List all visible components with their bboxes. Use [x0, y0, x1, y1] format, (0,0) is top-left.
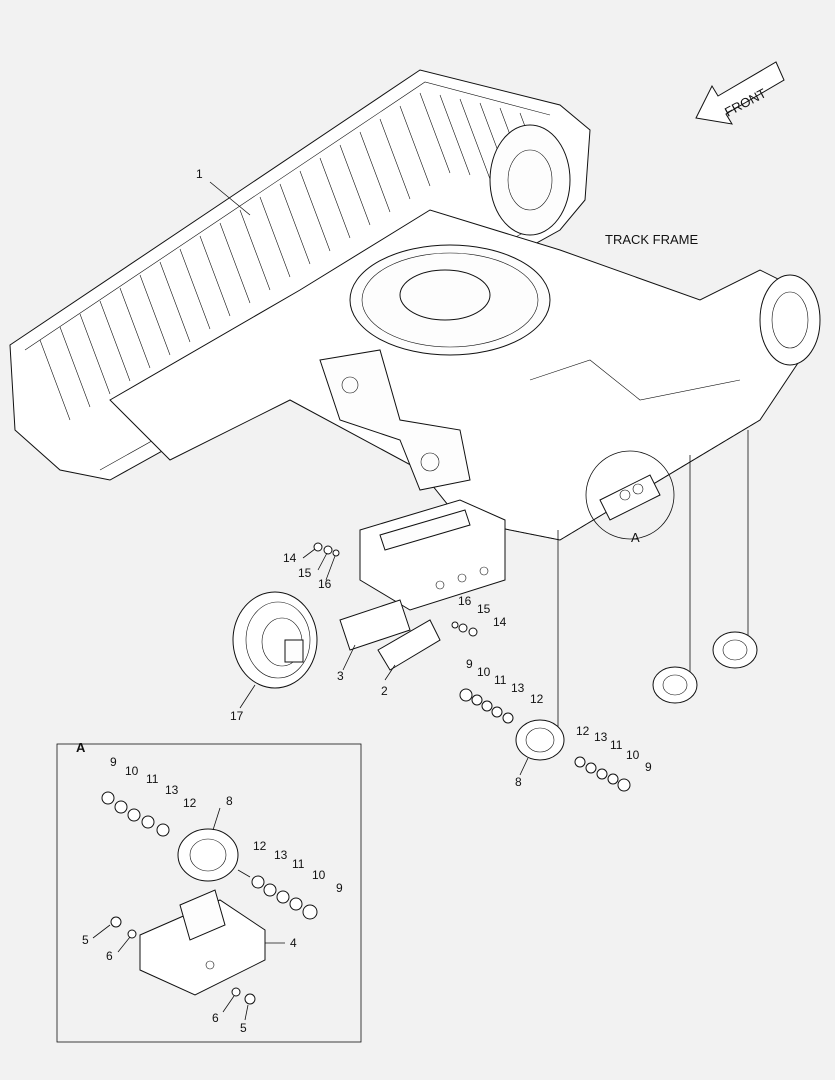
callout-17: 17 [230, 709, 244, 723]
track-frame-body [109, 209, 821, 541]
callout-13-right: 13 [594, 730, 608, 744]
callout-14-upper: 14 [283, 551, 297, 565]
track-frame-title: TRACK FRAME [605, 232, 699, 247]
callout-10-left: 10 [477, 665, 491, 679]
callout-11-right: 11 [610, 738, 623, 752]
detail-callout-12-right: 12 [253, 839, 267, 853]
detail-callout-10-right: 10 [312, 868, 326, 882]
bolt-set-lower [451, 621, 478, 637]
callout-8-main: 8 [515, 775, 522, 789]
callout-2: 2 [381, 684, 388, 698]
callout-1: 1 [196, 167, 203, 181]
detail-a-box-label: A [76, 740, 86, 755]
detail-callout-5-upper: 5 [82, 933, 89, 947]
callout-11-left: 11 [494, 673, 507, 687]
callout-9-left: 9 [466, 657, 473, 671]
detail-callout-9-right: 9 [336, 881, 343, 895]
callout-15-upper: 15 [298, 566, 312, 580]
track-roller-8-main [459, 688, 631, 792]
detail-callout-13-right: 13 [274, 848, 288, 862]
callout-15-lower: 15 [477, 602, 491, 616]
detail-callout-4: 4 [290, 936, 297, 950]
callout-3: 3 [337, 669, 344, 683]
detail-callout-9-left: 9 [110, 755, 117, 769]
callout-12-left: 12 [530, 692, 544, 706]
detail-callout-13-left: 13 [165, 783, 179, 797]
front-direction-arrow: FRONT [695, 61, 785, 125]
detail-callout-6-upper: 6 [106, 949, 113, 963]
detail-a-callout-label: A [631, 530, 640, 545]
track-roller-right [712, 631, 758, 669]
detail-callout-12-left: 12 [183, 796, 197, 810]
callout-13-left: 13 [511, 681, 525, 695]
callout-9-right: 9 [645, 760, 652, 774]
detail-a-callout: A [585, 450, 675, 545]
guide-plate-2 [377, 619, 441, 671]
idler-bracket-assembly [359, 499, 506, 611]
detail-callout-5-lower: 5 [240, 1021, 247, 1035]
detail-callout-11-left: 11 [146, 772, 159, 786]
track-roller-middle [652, 666, 698, 704]
leader-lines-main [209, 181, 529, 776]
detail-callout-11-right: 11 [292, 857, 305, 871]
idler-wheel-17 [232, 591, 318, 689]
bolt-set-upper [313, 542, 340, 557]
callout-12-right: 12 [576, 724, 590, 738]
callout-16-upper: 16 [318, 577, 332, 591]
detail-callout-8: 8 [226, 794, 233, 808]
callout-14-lower: 14 [493, 615, 507, 629]
detail-callout-6-lower: 6 [212, 1011, 219, 1025]
guide-plate-3 [339, 599, 411, 651]
track-shoe-pattern [39, 92, 551, 421]
callout-10-right: 10 [626, 748, 640, 762]
detail-a-box: A 9 10 11 13 12 [56, 740, 362, 1043]
callout-labels-main: 1 14 15 16 16 15 14 3 2 17 8 9 10 11 13 … [196, 167, 652, 789]
detail-callout-10-left: 10 [125, 764, 139, 778]
callout-16-lower: 16 [458, 594, 472, 608]
